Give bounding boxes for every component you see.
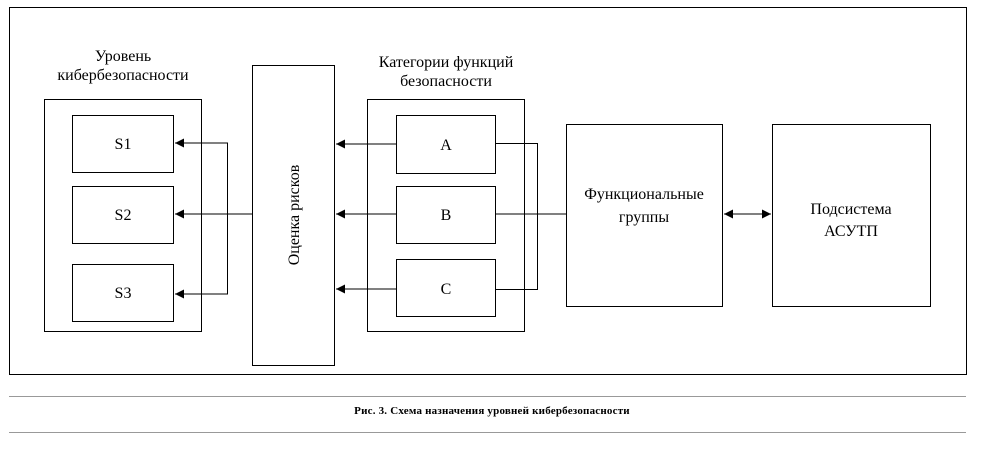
functional-groups-label-line2: группы xyxy=(619,209,669,226)
level-s1-box xyxy=(72,115,174,173)
risk-to-levels-connectors xyxy=(175,138,252,299)
figure-caption: Рис. 3. Схема назначения уровней кибербе… xyxy=(354,405,630,417)
functional-groups-box xyxy=(566,124,723,307)
subsystem-label-line2: АСУТП xyxy=(824,223,878,240)
functional-groups-label-line1: Функциональные xyxy=(584,186,704,203)
risk-assessment-box xyxy=(252,65,335,366)
category-group-title-line2: безопасности xyxy=(400,73,492,90)
level-s3-box xyxy=(72,264,174,322)
categories-to-risk-connectors xyxy=(336,139,396,294)
connector-fg-bracket xyxy=(496,143,538,290)
category-a-box xyxy=(396,115,496,174)
subsystem-label-line1: Подсистема xyxy=(810,201,891,218)
subsystem-box xyxy=(772,124,931,307)
category-c-label: C xyxy=(441,281,452,298)
category-group-title-line1: Категории функций xyxy=(379,54,514,71)
category-a-label: A xyxy=(440,137,452,154)
category-b-box xyxy=(396,186,496,244)
risk-assessment-label: Оценка рисков xyxy=(286,164,303,265)
functional-to-categories-connectors xyxy=(496,143,566,290)
level-group-title-line1: Уровень xyxy=(95,48,151,65)
level-s2-box xyxy=(72,186,174,244)
level-s1-label: S1 xyxy=(115,136,132,153)
level-s3-label: S3 xyxy=(115,285,132,302)
level-group-box xyxy=(44,99,202,332)
category-c-box xyxy=(396,259,496,317)
level-s2-label: S2 xyxy=(115,207,132,224)
level-group-title-line2: кибербезопасности xyxy=(57,67,189,84)
diagram-frame xyxy=(9,7,967,375)
category-group-box xyxy=(367,99,525,332)
connector-risk-s3 xyxy=(175,214,228,299)
category-b-label: B xyxy=(441,207,452,224)
connector-risk-s1 xyxy=(175,138,228,214)
